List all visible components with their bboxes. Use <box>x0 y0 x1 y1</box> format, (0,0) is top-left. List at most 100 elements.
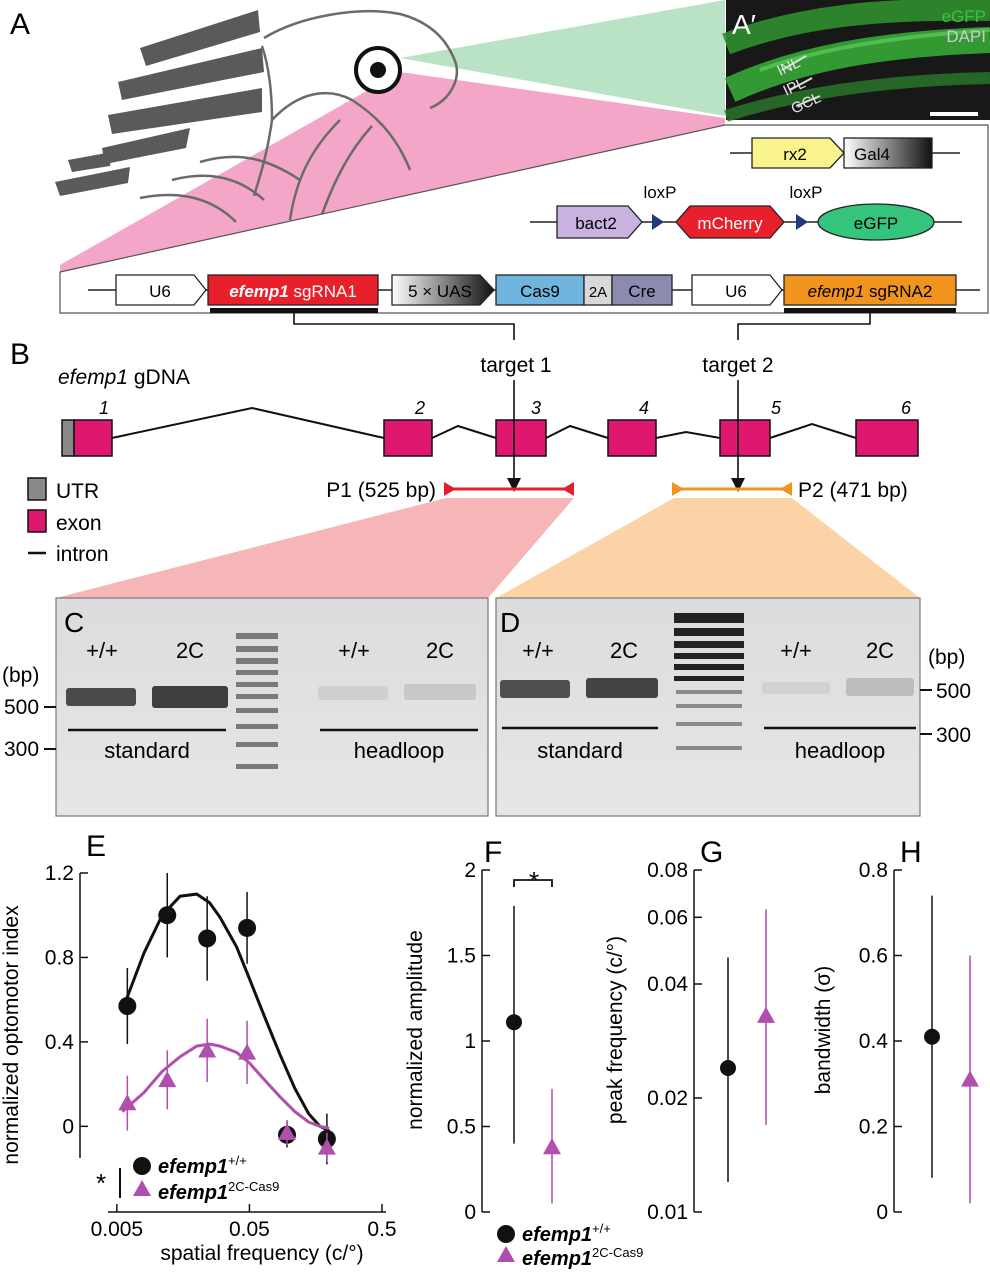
uas-label: 5 × UAS <box>408 282 472 301</box>
cas9-sgrna-construct <box>88 274 980 313</box>
gene-legend <box>27 477 47 555</box>
gel-d-bands <box>500 613 914 750</box>
gel-c-bands <box>66 633 476 769</box>
egfp-channel-label: eGFP <box>942 7 986 26</box>
legend-intron: intron <box>56 543 109 566</box>
chart-h-ytick-label: 0.4 <box>859 1030 889 1053</box>
u6-label-1: U6 <box>149 282 171 301</box>
p1-zoom-trapezoid <box>56 498 574 598</box>
chart-e-significance: * <box>96 1168 106 1198</box>
chart-g-ylabel: peak frequency (c/°) <box>604 936 627 1124</box>
exon-number-6: 6 <box>901 398 912 418</box>
chart-e-point-wt <box>118 997 137 1015</box>
chart-f-ytick-label: 0.5 <box>447 1116 476 1139</box>
gel-c-marker-500: 500 <box>4 696 39 719</box>
chart-h-ytick-label: 0.2 <box>859 1116 888 1139</box>
chart-e-point-wt <box>158 906 177 925</box>
chart-f-legend-mutant: efemp12C-Cas9 <box>522 1245 643 1270</box>
chart-e-point-mutant <box>277 1123 296 1140</box>
mcherry-label: mCherry <box>697 214 763 233</box>
zebrafish-head-drawing <box>55 10 459 223</box>
chart-g-ytick-label: 0.06 <box>647 906 688 929</box>
exon-number-5: 5 <box>771 398 782 418</box>
chart-e-fit-curve-1 <box>120 892 330 1132</box>
gel-c-marker-300: 300 <box>4 738 39 761</box>
egfp-label: eGFP <box>854 214 898 233</box>
gel-d-standard-label: standard <box>537 738 623 763</box>
exon-swatch <box>27 509 47 533</box>
panel-label-d: D <box>500 607 520 638</box>
chart-h-ylabel: bandwidth (σ) <box>812 966 835 1095</box>
rx2-label: rx2 <box>783 145 807 164</box>
panel-label-e: E <box>86 830 106 863</box>
chart-e-ytick-label: 0.4 <box>45 1031 75 1054</box>
primer-p2 <box>672 482 792 496</box>
chart-e-point-mutant <box>198 1041 217 1058</box>
panel-label-a-prime: A′ <box>732 9 756 40</box>
chart-e-ytick-label: 0.8 <box>45 946 74 969</box>
cre-label: Cre <box>628 282 655 301</box>
panel-label-g: G <box>700 836 723 869</box>
primer-p1 <box>444 482 574 496</box>
p2-label: P2 (471 bp) <box>798 479 908 502</box>
gel-d-marker-500: 500 <box>936 680 971 703</box>
chart-f-ytick-label: 2 <box>464 859 476 882</box>
panel-label-f: F <box>484 836 502 869</box>
chart-e-xtick-label: 0.05 <box>229 1218 270 1241</box>
panel-label-a: A <box>10 8 30 41</box>
chart-e-point-mutant <box>118 1094 137 1111</box>
chart-f-ytick-label: 1.5 <box>447 945 476 968</box>
bact2-mcherry-egfp-construct <box>530 203 962 241</box>
utr-swatch <box>27 477 47 501</box>
target-leader-lines <box>293 313 871 340</box>
chart-h-ytick-label: 0.8 <box>859 859 888 882</box>
scale-bar <box>930 112 978 116</box>
dapi-channel-label: DAPI <box>946 27 986 46</box>
panel-label-b: B <box>10 338 30 371</box>
gene-model <box>61 380 919 492</box>
chart-e-point-mutant <box>158 1070 177 1088</box>
gel-c-lane-4: 2C <box>426 638 454 663</box>
chart-f-point-mutant <box>543 1138 561 1155</box>
gel-d-lane-1: +/+ <box>522 638 554 663</box>
gal4-label: Gal4 <box>854 145 890 164</box>
chart-e-ytick-label: 1.2 <box>45 862 74 885</box>
panel-label-c: C <box>64 607 84 638</box>
chart-e-legend-wt: efemp1+/+ <box>158 1153 247 1178</box>
gel-c-lane-1: +/+ <box>86 638 118 663</box>
gel-d-lane-4: 2C <box>866 638 894 663</box>
gel-d-lane-2: 2C <box>610 638 638 663</box>
bact2-label: bact2 <box>575 214 617 233</box>
chart-e-fit-curve-2 <box>121 1042 330 1130</box>
chart-g-ytick-label: 0.08 <box>647 859 688 882</box>
sgrna2-label: efemp1 sgRNA2 <box>808 282 933 301</box>
2a-label: 2A <box>589 284 607 301</box>
chart-e-legend-mutant: efemp12C-Cas9 <box>158 1179 279 1204</box>
u6-label-2: U6 <box>725 282 747 301</box>
chart-f-amplitude: 00.511.52 <box>447 859 561 1224</box>
target-2-label: target 2 <box>702 354 773 377</box>
chart-f-point-wt <box>506 1014 522 1031</box>
chart-g-ytick-label: 0.01 <box>647 1201 688 1224</box>
chart-e-legend <box>133 1157 151 1196</box>
chart-g-ytick-label: 0.04 <box>647 973 688 996</box>
gel-d-unit-label: (bp) <box>928 646 965 669</box>
chart-e-ylabel: normalized optomotor index <box>0 905 23 1165</box>
retina-micrograph <box>722 0 990 122</box>
loxp-label-1: loxP <box>643 183 676 202</box>
chart-h-ytick-label: 0 <box>876 1201 888 1224</box>
chart-e-point-wt <box>238 918 257 937</box>
chart-g-point-wt <box>720 1060 736 1077</box>
exon-number-4: 4 <box>639 398 649 418</box>
chart-h-ytick-label: 0.6 <box>859 945 888 968</box>
exon-number-2: 2 <box>414 398 425 418</box>
p1-label: P1 (525 bp) <box>326 479 436 502</box>
loxp-label-2: loxP <box>789 183 822 202</box>
chart-e-xtick-label: 0.5 <box>367 1218 396 1241</box>
gel-c-lane-3: +/+ <box>338 638 370 663</box>
gel-c-headloop-label: headloop <box>354 738 445 763</box>
exon-number-1: 1 <box>99 398 109 418</box>
chart-f-ylabel: normalized amplitude <box>404 930 427 1130</box>
sgrna1-label: efemp1 sgRNA1 <box>229 282 357 301</box>
